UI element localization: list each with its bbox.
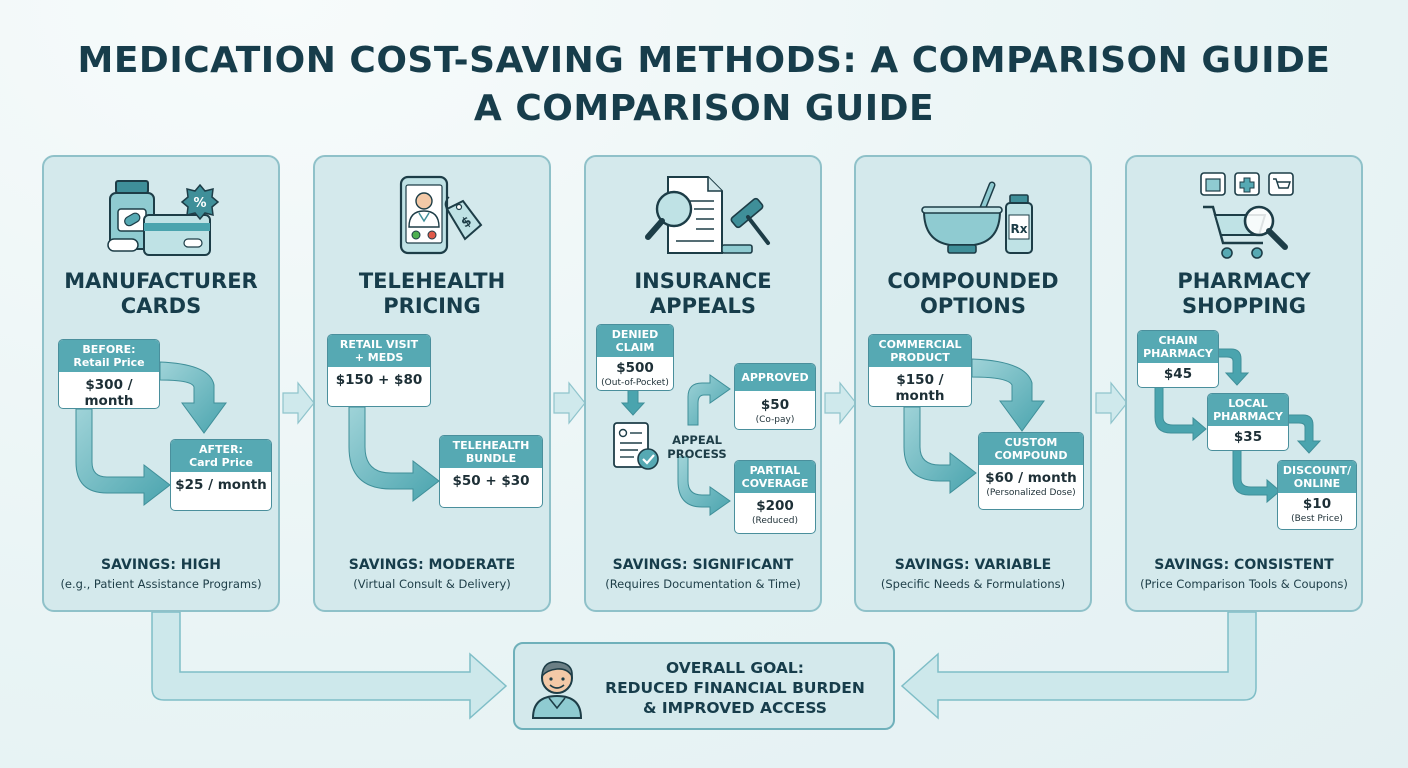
savings-level: SAVINGS: CONSISTENT [1154, 557, 1334, 573]
flow-arrow-icon [620, 374, 731, 516]
savings-note: (Specific Needs & Formulations) [880, 577, 1066, 591]
before-price-box: BEFORE:Retail Price $300 / month [58, 339, 160, 409]
person-avatar-icon [531, 660, 583, 719]
approved-box: APPROVED $50 (Co-pay) [734, 363, 816, 430]
cart-magnifier-store-icon [1200, 172, 1294, 259]
mortar-pestle-rx-icon: Rx [921, 181, 1033, 254]
savings-note: (Virtual Consult & Delivery) [353, 577, 511, 591]
phone-doctor-price-tag-icon: $ [399, 175, 483, 255]
flow-arrow-icon [1154, 348, 1322, 504]
page-subtitle: A COMPARISON GUIDE [473, 88, 935, 129]
goal-arrow-left [151, 611, 508, 720]
document-magnifier-gavel-icon [645, 176, 770, 254]
retail-visit-box: RETAIL VISIT+ MEDS $150 + $80 [327, 334, 431, 407]
savings-level: SAVINGS: HIGH [101, 557, 221, 573]
goal-arrow-right [900, 611, 1257, 720]
goal-text: OVERALL GOAL:REDUCED FINANCIAL BURDEN& I… [605, 659, 865, 717]
savings-level: SAVINGS: SIGNIFICANT [612, 557, 794, 573]
savings-note: (Price Comparison Tools & Coupons) [1140, 577, 1348, 591]
svg-text:Rx: Rx [1011, 222, 1028, 236]
checklist-document-icon [613, 422, 659, 470]
svg-text:%: % [193, 196, 206, 211]
page-title: MEDICATION COST-SAVING METHODS: A COMPAR… [77, 40, 1331, 81]
flow-arrow-icon [75, 361, 227, 507]
flow-arrow-icon [348, 406, 440, 503]
savings-level: SAVINGS: MODERATE [348, 557, 516, 573]
pill-bottle-card-icon: % [107, 180, 220, 256]
overall-goal-box: OVERALL GOAL:REDUCED FINANCIAL BURDEN& I… [513, 642, 895, 730]
after-price-box: AFTER:Card Price $25 / month [170, 439, 272, 511]
savings-note: (e.g., Patient Assistance Programs) [60, 577, 262, 591]
discount-online-box: DISCOUNT/ONLINE $10 (Best Price) [1277, 460, 1357, 530]
savings-note: (Requires Documentation & Time) [605, 577, 801, 591]
flow-arrow-icon [903, 358, 1045, 495]
savings-level: SAVINGS: VARIABLE [894, 557, 1052, 573]
between-panel-arrows [282, 381, 1128, 425]
